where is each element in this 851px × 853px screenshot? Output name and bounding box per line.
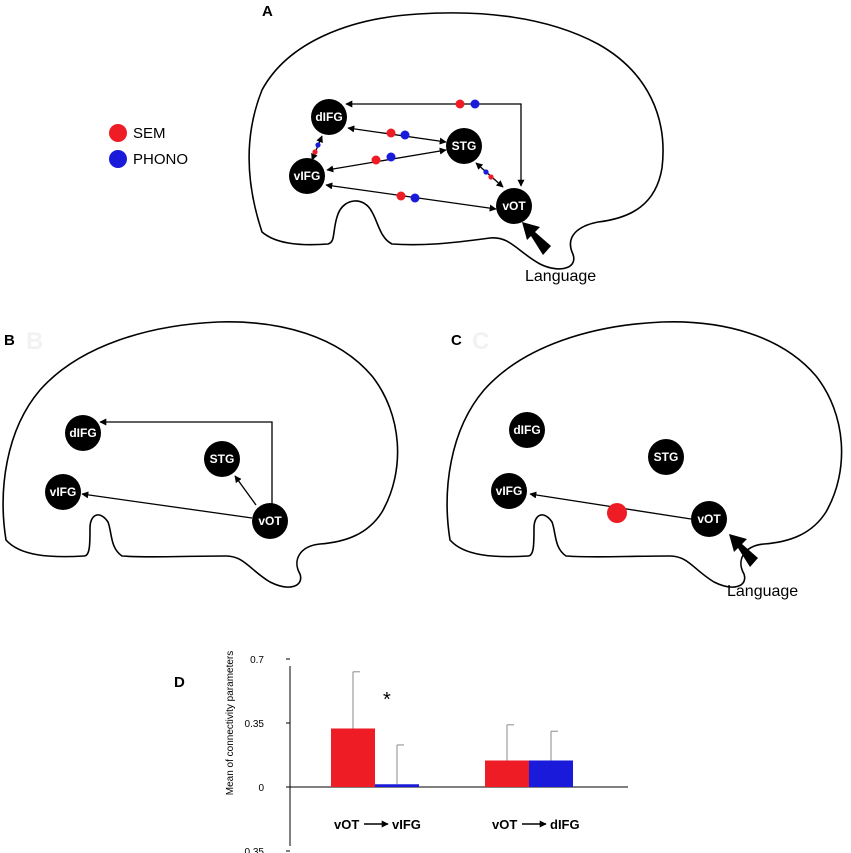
node-label: vOT [258, 514, 282, 528]
y-tick-label: 0.35 [245, 847, 265, 853]
error-bars [352, 671, 558, 785]
language-label: Language [525, 268, 596, 285]
category-label-0: vOT vIFG [334, 817, 421, 832]
node-label: vIFG [50, 485, 77, 499]
sem-dot [396, 191, 406, 201]
edge-dlfg-vlfg [311, 135, 323, 161]
node-vot-c: vOT [691, 501, 727, 537]
panel-b-label: B [4, 332, 15, 349]
node-vot-a: vOT [496, 188, 532, 224]
legend: SEM PHONO [109, 124, 188, 168]
edge-vlfg-stg [326, 147, 447, 173]
panel-c-faint-label: C [472, 328, 489, 355]
node-label: dIFG [315, 110, 342, 124]
phono-dot [400, 130, 410, 140]
panel-c-label: C [451, 332, 462, 349]
language-label: Language [727, 583, 798, 600]
node-label: vOT [697, 512, 721, 526]
sem-dot [386, 128, 396, 138]
node-vlfg-a: vIFG [289, 158, 325, 194]
sem-dot [312, 149, 318, 155]
legend-sem-label: SEM [133, 125, 166, 142]
input-arrow [729, 534, 758, 567]
node-stg-c: STG [648, 439, 684, 475]
bars [331, 728, 573, 787]
node-label: vIFG [294, 169, 321, 183]
node-vlfg-b: vIFG [45, 474, 81, 510]
edge-vot-vlfg [81, 491, 253, 519]
phono-bar [529, 760, 573, 787]
sem-bar [485, 760, 529, 787]
category-target-label: vIFG [392, 817, 421, 832]
sem-dot [455, 99, 465, 109]
category-target-label: dIFG [550, 817, 580, 832]
y-ticks: 0.7 0.35 0 0.35 [245, 655, 290, 853]
edge-dlfg-stg [347, 125, 447, 145]
phono-dot [410, 193, 420, 203]
node-label: vIFG [496, 484, 523, 498]
node-dlfg-c: dIFG [509, 412, 545, 448]
node-label: STG [654, 450, 679, 464]
annotations: * [383, 689, 391, 711]
brain-outline-b [2, 321, 399, 588]
significance-marker: * [383, 689, 391, 711]
y-tick-label: 0 [258, 783, 264, 794]
panel-b: B B dIFG vIFG STG vOT [2, 321, 399, 588]
panel-c: C C dIFG vIFG STG vOT Language [446, 321, 843, 600]
panel-a: A SEM PHONO [109, 3, 664, 285]
brain-outline-c [446, 321, 843, 588]
phono-bar [375, 784, 419, 787]
legend-sem-swatch [109, 124, 127, 142]
node-dlfg-b: dIFG [65, 415, 101, 451]
node-vot-b: vOT [252, 503, 288, 539]
node-label: STG [452, 139, 477, 153]
edge-vot-dlfg [345, 100, 525, 187]
category-source-label: vOT [492, 817, 517, 832]
sem-dot [607, 503, 627, 523]
node-label: vOT [502, 199, 526, 213]
panel-a-label: A [262, 3, 273, 20]
connections-b [81, 418, 273, 519]
legend-phono-label: PHONO [133, 151, 188, 168]
edge-vot-stg [234, 475, 257, 506]
node-vlfg-c: vIFG [491, 473, 527, 509]
node-label: STG [210, 452, 235, 466]
y-tick-label: 0.35 [245, 719, 265, 730]
phono-dot [483, 169, 489, 175]
edge-vot-dlfg [99, 418, 273, 505]
bar-chart: Mean of connectivity parameters 0.70.350… [225, 651, 628, 853]
node-stg-b: STG [204, 441, 240, 477]
y-tick-label: 0.7 [250, 655, 264, 666]
node-stg-a: STG [446, 128, 482, 164]
panel-d: D Mean of connectivity parameters 0.7 0.3… [174, 651, 628, 853]
node-dlfg-a: dIFG [311, 99, 347, 135]
legend-phono-swatch [109, 150, 127, 168]
language-input-c: Language [727, 534, 798, 600]
category-label-1: vOT dIFG [492, 817, 580, 832]
language-input-a: Language [522, 222, 596, 285]
y-axis-label: Mean of connectivity parameters [225, 651, 236, 796]
input-arrow [522, 222, 551, 255]
sem-dot [371, 155, 381, 165]
panel-b-faint-label: B [26, 328, 43, 355]
phono-dot [470, 99, 480, 109]
sem-bar [331, 728, 375, 787]
node-label: dIFG [69, 426, 96, 440]
phono-dot [386, 152, 396, 162]
phono-dot [315, 142, 321, 148]
panel-d-label: D [174, 674, 185, 691]
sem-dot [488, 174, 494, 180]
edge-weights-a [312, 99, 494, 203]
category-source-label: vOT [334, 817, 359, 832]
node-label: dIFG [513, 423, 540, 437]
